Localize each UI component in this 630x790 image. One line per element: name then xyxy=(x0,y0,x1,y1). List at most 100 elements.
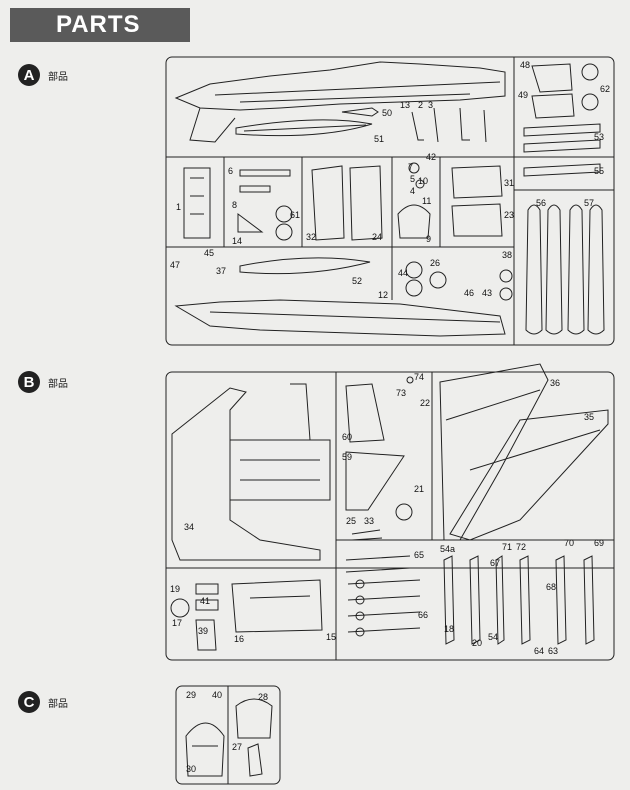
part-number-66: 66 xyxy=(418,610,428,620)
stick-27 xyxy=(247,743,263,777)
bombs-rack-65-66 xyxy=(345,555,421,637)
part-number-74: 74 xyxy=(414,372,424,382)
part-number-26: 26 xyxy=(430,258,440,268)
part-number-57: 57 xyxy=(584,198,594,208)
drop-tank-52 xyxy=(239,257,371,275)
part-number-1: 1 xyxy=(176,202,181,212)
part-number-24: 24 xyxy=(372,232,382,242)
sprue-a-frame xyxy=(165,56,615,346)
part-number-39: 39 xyxy=(198,626,208,636)
section-c-badge: C xyxy=(18,691,40,713)
sprue-b-frame xyxy=(165,371,615,661)
lower-wing-34 xyxy=(171,383,331,561)
section-c-text: 部品 xyxy=(48,698,68,710)
part-number-33: 33 xyxy=(364,516,374,526)
part-number-72: 72 xyxy=(516,542,526,552)
part-number-63: 63 xyxy=(548,646,558,656)
part-number-47: 47 xyxy=(170,260,180,270)
part-number-52: 52 xyxy=(352,276,362,286)
stabilizers-60-59 xyxy=(345,383,405,511)
canopy-parts-9 xyxy=(397,162,431,239)
part-number-41: 41 xyxy=(200,596,210,606)
part-number-15: 15 xyxy=(326,632,336,642)
landing-gear-struts xyxy=(411,107,487,143)
part-number-34: 34 xyxy=(184,522,194,532)
part-number-48: 48 xyxy=(520,60,530,70)
part-number-46: 46 xyxy=(464,288,474,298)
part-number-12: 12 xyxy=(378,290,388,300)
part-number-51: 51 xyxy=(374,134,384,144)
sprue-c-part-numbers: 27 28 29 30 40 xyxy=(186,690,268,774)
section-b-text: 部品 xyxy=(48,378,68,390)
part-number-28: 28 xyxy=(258,692,268,702)
part-number-27: 27 xyxy=(232,742,242,752)
section-b-badge: B xyxy=(18,371,40,393)
section-b-label: B 部品 xyxy=(18,371,68,393)
part-number-25: 25 xyxy=(346,516,356,526)
drop-tank-long xyxy=(235,119,373,137)
part-number-43: 43 xyxy=(482,288,492,298)
part-number-32: 32 xyxy=(306,232,316,242)
section-a-label: A 部品 xyxy=(18,64,68,86)
part-number-71: 71 xyxy=(502,542,512,552)
part-number-8: 8 xyxy=(232,200,237,210)
part-number-2: 2 xyxy=(418,100,423,110)
instrument-parts-19-41 xyxy=(170,583,219,651)
part-number-6: 6 xyxy=(228,166,233,176)
part-number-49: 49 xyxy=(518,90,528,100)
sprue-c-frame xyxy=(175,685,281,785)
part-number-42: 42 xyxy=(426,152,436,162)
part-number-17: 17 xyxy=(172,618,182,628)
part-number-4: 4 xyxy=(410,186,415,196)
part-number-36: 36 xyxy=(550,378,560,388)
part-number-38: 38 xyxy=(502,250,512,260)
part-number-65: 65 xyxy=(414,550,424,560)
exhaust-parts-31-23 xyxy=(451,165,503,237)
part-number-10: 10 xyxy=(418,176,428,186)
part-number-61: 61 xyxy=(290,210,300,220)
part-number-11: 11 xyxy=(422,196,431,206)
part-number-50: 50 xyxy=(382,108,392,118)
part-number-13: 13 xyxy=(400,100,410,110)
part-number-19: 19 xyxy=(170,584,180,594)
part-number-62: 62 xyxy=(600,84,610,94)
section-c-label: C 部品 xyxy=(18,691,68,713)
section-a-text: 部品 xyxy=(48,71,68,83)
cockpit-tub-11 xyxy=(231,579,323,633)
part-number-3: 3 xyxy=(428,100,433,110)
part-number-59: 59 xyxy=(342,452,352,462)
part-number-64: 64 xyxy=(534,646,544,656)
wheels-44-26 xyxy=(405,261,513,301)
part-number-23: 23 xyxy=(504,210,514,220)
parts-banner: PARTS xyxy=(10,8,190,42)
seat-30 xyxy=(185,722,225,777)
part-number-69: 69 xyxy=(594,538,604,548)
part-number-53: 53 xyxy=(594,132,604,142)
page-title: PARTS xyxy=(56,11,141,38)
part-number-70: 70 xyxy=(564,538,574,548)
part-number-30: 30 xyxy=(186,764,196,774)
part-number-29: 29 xyxy=(186,690,196,700)
missiles-56-57 xyxy=(525,204,605,335)
part-number-67: 67 xyxy=(490,558,500,568)
part-number-40: 40 xyxy=(212,690,222,700)
part-number-56: 56 xyxy=(536,198,546,208)
part-number-55: 55 xyxy=(594,166,604,176)
seat-28 xyxy=(235,698,273,739)
small-parts-6-8-14 xyxy=(237,169,293,241)
seat-panels-48-49 xyxy=(531,63,599,119)
part-number-7: 7 xyxy=(408,162,413,172)
part-number-45: 45 xyxy=(204,248,214,258)
part-number-44: 44 xyxy=(398,268,408,278)
part-number-54a: 54a xyxy=(440,544,455,554)
part-number-21: 21 xyxy=(414,484,424,494)
part-number-16: 16 xyxy=(234,634,244,644)
part-number-35: 35 xyxy=(584,412,594,422)
section-a-badge: A xyxy=(18,64,40,86)
part-number-37: 37 xyxy=(216,266,226,276)
missile-50 xyxy=(341,107,379,117)
